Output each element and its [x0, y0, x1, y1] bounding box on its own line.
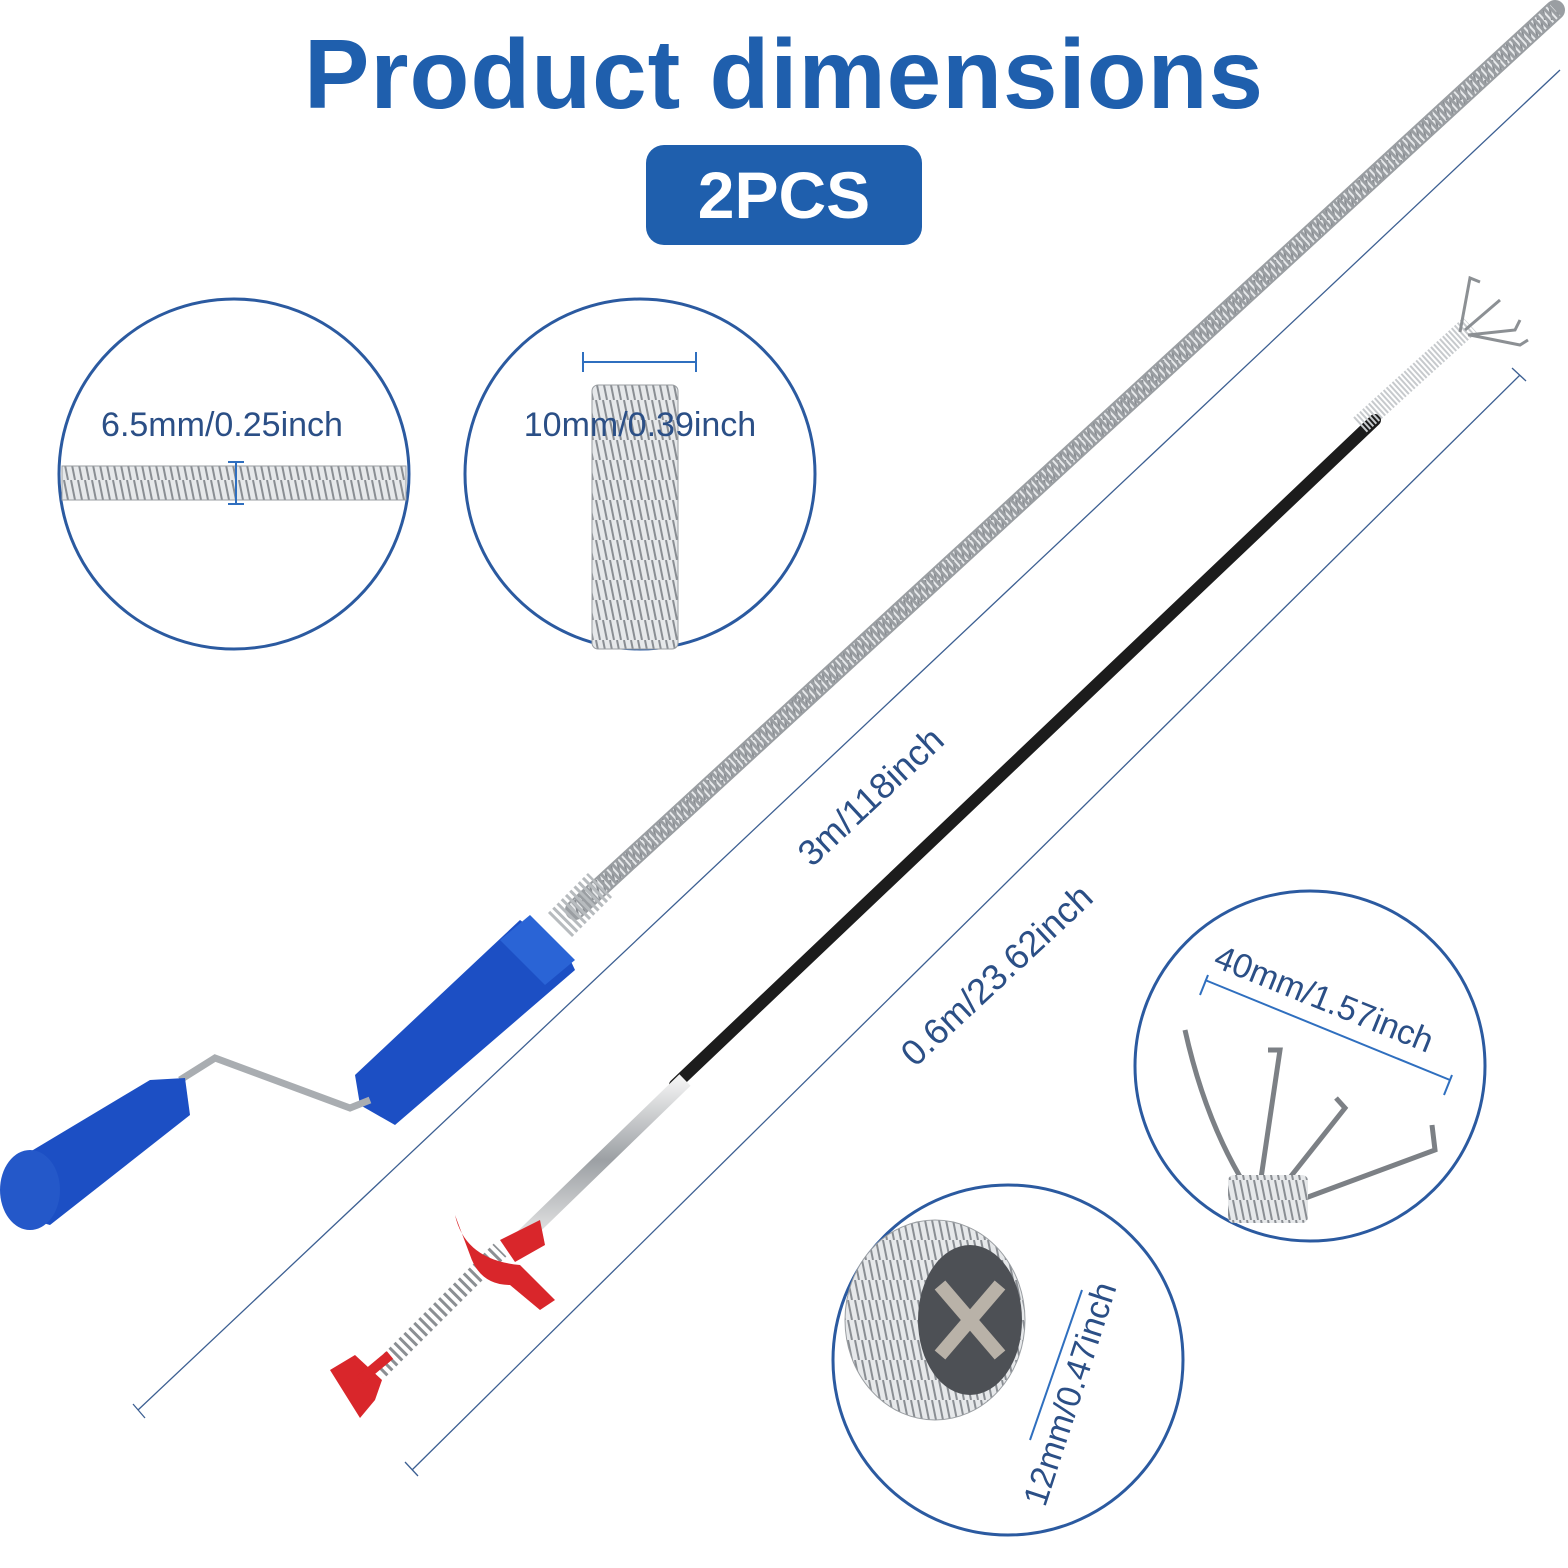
- short-length-dimension-line: [404, 367, 1527, 1477]
- wire-diameter-detail: 6.5mm/0.25inch: [57, 297, 411, 651]
- wire-diameter-label: 6.5mm/0.25inch: [101, 406, 343, 444]
- grabber-claw-icon: [514, 275, 1529, 1246]
- long-length-dimension-line: [132, 69, 1561, 1419]
- short-length-label: 0.6m/23.62inch: [892, 876, 1100, 1074]
- page-title: Product dimensions: [303, 19, 1264, 129]
- quantity-badge: 2PCS: [646, 145, 922, 245]
- claw-width-detail: 40mm/1.57inch: [1133, 889, 1487, 1243]
- coil-diameter-detail: 10mm/0.39inch: [463, 297, 817, 651]
- coil-diameter-label: 10mm/0.39inch: [524, 406, 756, 444]
- tube-diameter-detail: 12mm/0.47inch: [831, 1183, 1185, 1537]
- plunger-icon: [330, 1215, 555, 1418]
- crank-handle-icon: [0, 915, 575, 1230]
- drain-snake-spring-icon: [547, 0, 1565, 938]
